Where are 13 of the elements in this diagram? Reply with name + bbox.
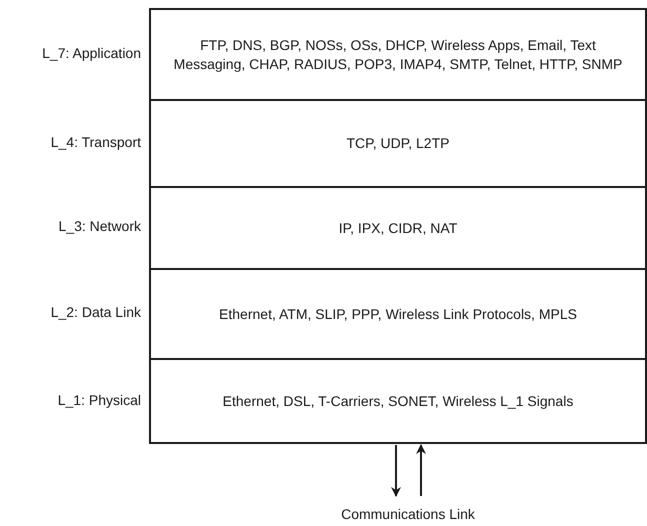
arrow (391, 445, 401, 497)
layer-label: L_4: Transport (50, 134, 141, 152)
protocol-list: TCP, UDP, L2TP (346, 134, 450, 153)
layer-label: L_1: Physical (58, 392, 141, 410)
protocol-list: Ethernet, DSL, T-Carriers, SONET, Wireless L_1 Signals (222, 392, 574, 410)
protocol-list: FTP, DNS, BGP, NOSs, OSs, DHCP, Wireless Apps, Email, Text Messaging, CHAP, RADIUS, POP3, IMAP4, SMTP, Telnet, HTTP, SNMP (163, 36, 633, 73)
protocol-list: Ethernet, ATM, SLIP, PPP, Wireless Link Protocols, MPLS (219, 304, 577, 324)
link-label: Communications Link (341, 506, 475, 524)
layer-label: L_3: Network (58, 218, 141, 236)
layer-label: L_2: Data Link (50, 304, 141, 322)
arrow (416, 444, 426, 496)
protocol-list: IP, IPX, CIDR, NAT (338, 218, 458, 238)
layer-label: L_7: Application (42, 44, 141, 62)
